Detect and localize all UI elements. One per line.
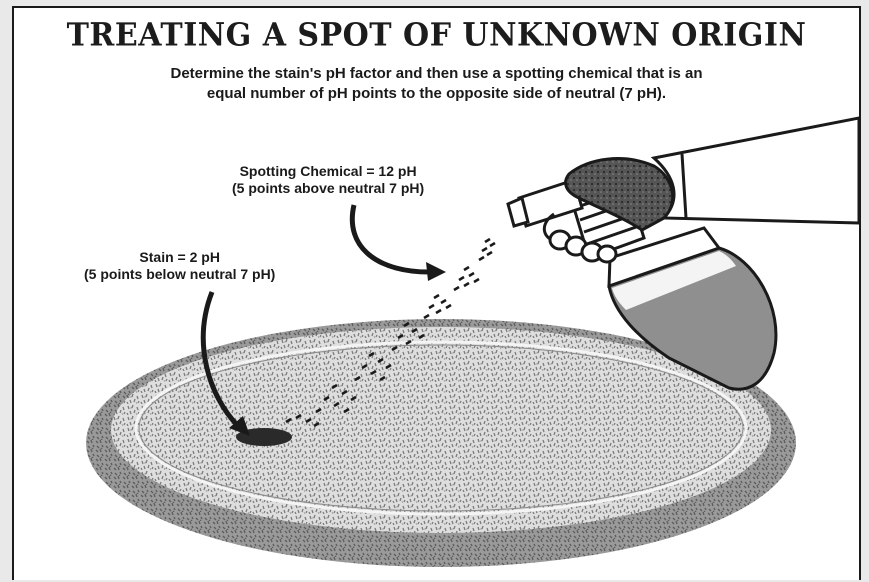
chemical-label-line-2: (5 points above neutral 7 pH): [232, 180, 424, 197]
chemical-callout: Spotting Chemical = 12 pH (5 points abov…: [232, 163, 424, 197]
diagram-subtitle: Determine the stain's pH factor and then…: [14, 64, 859, 104]
chemical-label-line-1: Spotting Chemical = 12 pH: [232, 163, 424, 180]
subtitle-line-1: Determine the stain's pH factor and then…: [14, 64, 859, 84]
subtitle-line-2: equal number of pH points to the opposit…: [14, 84, 859, 104]
illustration-panel: TREATING A SPOT OF UNKNOWN ORIGIN Determ…: [12, 6, 861, 580]
arrow-chemical: [352, 205, 446, 281]
stain-label-line-2: (5 points below neutral 7 pH): [84, 266, 275, 283]
diagram-title: TREATING A SPOT OF UNKNOWN ORIGIN: [14, 17, 859, 54]
stain-callout: Stain = 2 pH (5 points below neutral 7 p…: [84, 249, 275, 283]
stain-label-line-1: Stain = 2 pH: [84, 249, 275, 266]
